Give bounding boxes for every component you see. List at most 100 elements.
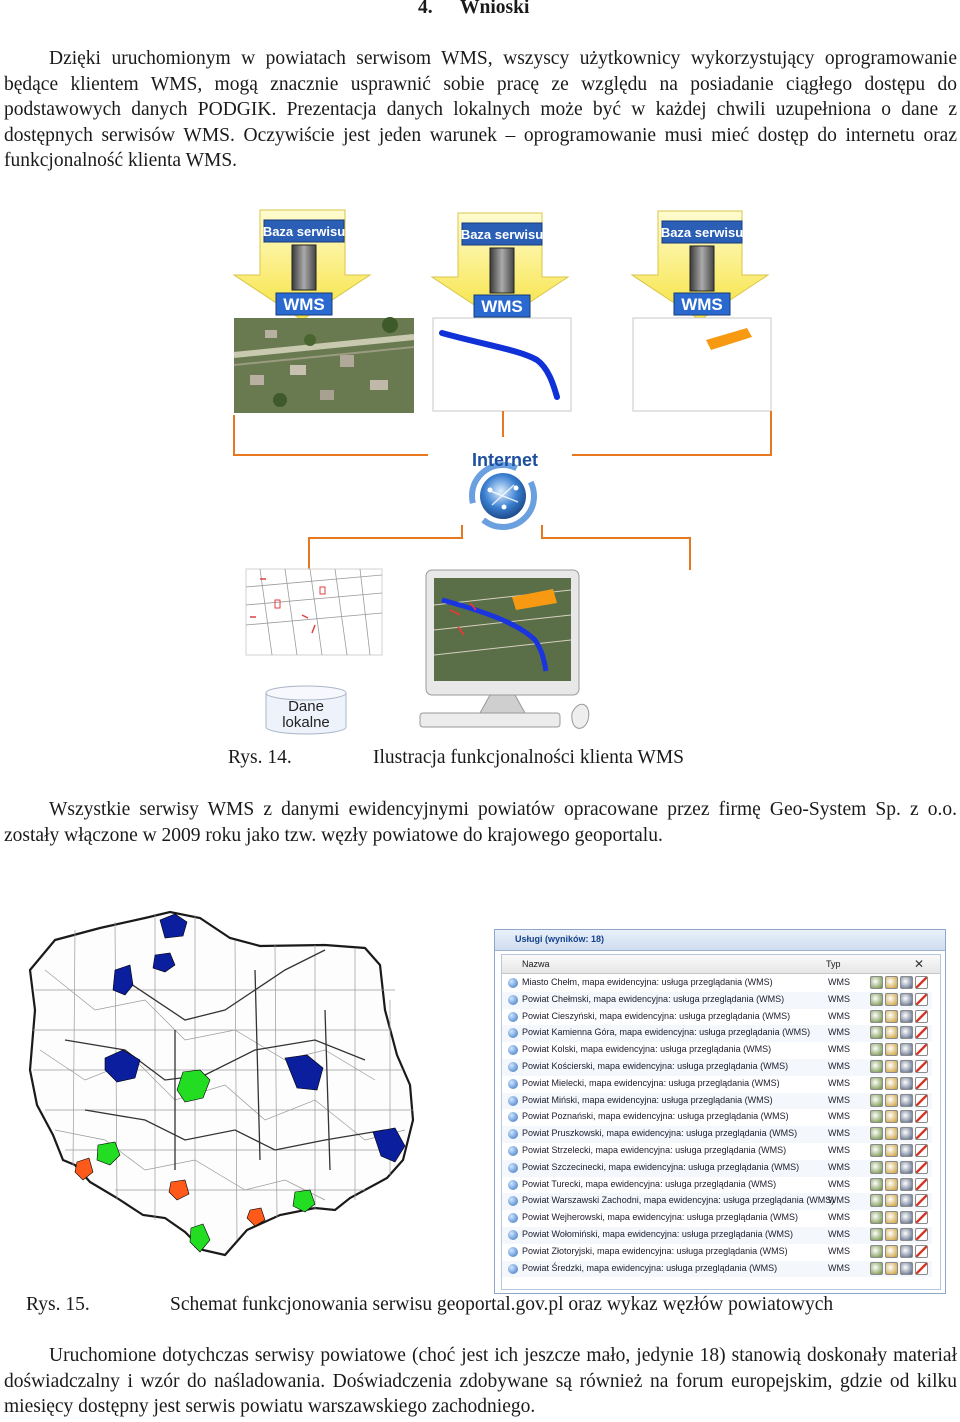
zoom-icon[interactable] [900,1244,913,1258]
info-icon[interactable] [885,1026,898,1040]
zoom-icon[interactable] [900,1043,913,1057]
add-layer-icon[interactable] [870,1093,883,1107]
add-layer-icon[interactable] [870,1060,883,1073]
info-icon[interactable] [885,1127,898,1141]
info-icon[interactable] [885,1144,898,1157]
info-icon[interactable] [885,1177,898,1191]
zoom-icon[interactable] [900,992,913,1006]
remove-icon[interactable] [915,1026,928,1040]
add-layer-icon[interactable] [870,1211,883,1225]
remove-icon[interactable] [915,992,928,1006]
remove-icon[interactable] [915,1093,928,1107]
remove-icon[interactable] [915,1194,928,1208]
services-table-header: Nazwa Typ ✕ [502,955,940,974]
service-row[interactable]: Powiat Kolski, mapa ewidencyjna: usługa … [502,1042,932,1059]
info-icon[interactable] [885,1060,898,1073]
service-row[interactable]: Powiat Miński, mapa ewidencyjna: usługa … [502,1092,932,1110]
add-layer-icon[interactable] [870,1228,883,1241]
add-layer-icon[interactable] [870,1261,883,1275]
zoom-icon[interactable] [900,1060,913,1073]
info-icon[interactable] [885,992,898,1006]
remove-icon[interactable] [915,1009,928,1023]
remove-icon[interactable] [915,1127,928,1141]
service-row[interactable]: Powiat Kościerski, mapa ewidencyjna: usł… [502,1059,932,1076]
remove-icon[interactable] [915,1228,928,1241]
add-layer-icon[interactable] [870,1177,883,1191]
info-icon[interactable] [885,1009,898,1023]
info-icon[interactable] [885,1244,898,1258]
zoom-icon[interactable] [900,1127,913,1141]
remove-icon[interactable] [915,1261,928,1275]
zoom-icon[interactable] [900,1194,913,1208]
info-icon[interactable] [885,1261,898,1275]
service-row[interactable]: Powiat Strzelecki, mapa ewidencyjna: usł… [502,1143,932,1160]
zoom-icon[interactable] [900,976,913,989]
globe-icon [508,1196,518,1207]
info-icon[interactable] [885,1093,898,1107]
service-actions [870,1093,930,1108]
remove-icon[interactable] [915,1076,928,1090]
zoom-icon[interactable] [900,1211,913,1225]
service-row[interactable]: Powiat Mielecki, mapa ewidencyjna: usług… [502,1076,932,1093]
add-layer-icon[interactable] [870,1076,883,1090]
close-icon[interactable]: ✕ [914,957,925,971]
add-layer-icon[interactable] [870,1043,883,1057]
remove-icon[interactable] [915,1177,928,1191]
info-icon[interactable] [885,976,898,989]
service-row[interactable]: Powiat Pruszkowski, mapa ewidencyjna: us… [502,1126,932,1143]
remove-icon[interactable] [915,976,928,989]
add-layer-icon[interactable] [870,1144,883,1157]
service-row[interactable]: Powiat Złotoryjski, mapa ewidencyjna: us… [502,1244,932,1261]
add-layer-icon[interactable] [870,1160,883,1174]
info-icon[interactable] [885,1194,898,1208]
remove-icon[interactable] [915,1043,928,1057]
service-row[interactable]: Powiat Wejherowski, mapa ewidencyjna: us… [502,1210,932,1227]
zoom-icon[interactable] [900,1177,913,1191]
service-row[interactable]: Powiat Cieszyński, mapa ewidencyjna: usł… [502,1009,932,1026]
service-name: Powiat Poznański, mapa ewidencyjna: usłu… [522,1111,789,1122]
info-icon[interactable] [885,1110,898,1124]
column-name-header[interactable]: Nazwa [522,959,550,969]
zoom-icon[interactable] [900,1076,913,1090]
remove-icon[interactable] [915,1144,928,1157]
add-layer-icon[interactable] [870,1009,883,1023]
add-layer-icon[interactable] [870,1244,883,1258]
service-row[interactable]: Powiat Kamienna Góra, mapa ewidencyjna: … [502,1025,932,1043]
zoom-icon[interactable] [900,1026,913,1040]
info-icon[interactable] [885,1228,898,1241]
zoom-icon[interactable] [900,1009,913,1023]
info-icon[interactable] [885,1043,898,1057]
info-icon[interactable] [885,1160,898,1174]
info-icon[interactable] [885,1211,898,1225]
remove-icon[interactable] [915,1211,928,1225]
zoom-icon[interactable] [900,1228,913,1241]
remove-icon[interactable] [915,1160,928,1174]
service-row[interactable]: Miasto Chełm, mapa ewidencyjna: usługa p… [502,975,932,992]
zoom-icon[interactable] [900,1261,913,1275]
column-type-header[interactable]: Typ [826,959,841,969]
service-row[interactable]: Powiat Chełmski, mapa ewidencyjna: usług… [502,991,932,1009]
remove-icon[interactable] [915,1060,928,1073]
service-row[interactable]: Powiat Poznański, mapa ewidencyjna: usłu… [502,1109,932,1126]
service-row[interactable]: Powiat Turecki, mapa ewidencyjna: usługa… [502,1177,932,1194]
paragraph-geo-system: Wszystkie serwisy WMS z danymi ewidencyj… [4,799,957,846]
server-arrow-1 [232,209,372,321]
zoom-icon[interactable] [900,1110,913,1124]
add-layer-icon[interactable] [870,992,883,1006]
service-row[interactable]: Powiat Warszawski Zachodni, mapa ewidenc… [502,1193,932,1211]
remove-icon[interactable] [915,1244,928,1258]
add-layer-icon[interactable] [870,976,883,989]
info-icon[interactable] [885,1076,898,1090]
service-row[interactable]: Powiat Szczecinecki, mapa ewidencyjna: u… [502,1159,932,1177]
zoom-icon[interactable] [900,1093,913,1107]
service-row[interactable]: Powiat Średzki, mapa ewidencyjna: usługa… [502,1260,932,1278]
add-layer-icon[interactable] [870,1110,883,1124]
zoom-icon[interactable] [900,1144,913,1157]
add-layer-icon[interactable] [870,1026,883,1040]
remove-icon[interactable] [915,1110,928,1124]
internet-label: Internet [472,450,538,470]
add-layer-icon[interactable] [870,1127,883,1141]
service-row[interactable]: Powiat Wołomiński, mapa ewidencyjna: usł… [502,1227,932,1244]
zoom-icon[interactable] [900,1160,913,1174]
add-layer-icon[interactable] [870,1194,883,1208]
